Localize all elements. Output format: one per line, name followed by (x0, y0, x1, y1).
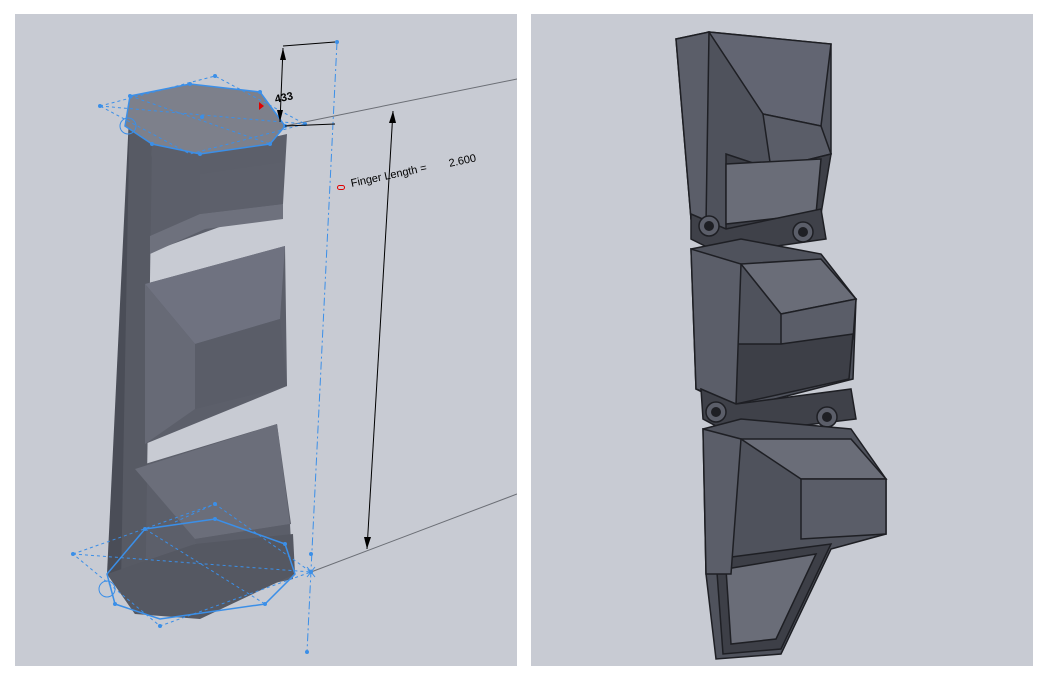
left-viewport[interactable]: 433 Finger Length = 2.600 (15, 14, 517, 666)
equation-link-icon (337, 185, 345, 190)
extension-line-bottom (310, 493, 517, 573)
center-axis[interactable] (306, 41, 338, 653)
finger-assembly-model[interactable] (531, 14, 1033, 666)
right-viewport[interactable] (531, 14, 1033, 666)
block-left-strip (121, 96, 152, 614)
extension-line-top (284, 78, 517, 127)
block-bottom-face (107, 534, 295, 619)
middle-bevel-top (145, 246, 285, 344)
middle-bevel-side (145, 284, 195, 444)
upper-notch-face (200, 162, 283, 214)
upper-notch (150, 204, 283, 254)
dimension-433[interactable] (259, 41, 336, 127)
middle-bevel-face (195, 319, 287, 409)
finger-segment-bottom[interactable] (702, 418, 888, 660)
top-sketch[interactable] (98, 74, 307, 156)
finger-segment-middle[interactable] (690, 238, 858, 410)
block-top-face (125, 84, 285, 154)
lower-bevel-top (135, 424, 290, 539)
finger-segment-top[interactable] (675, 31, 832, 230)
dimension-finger-length[interactable] (364, 110, 396, 550)
finger-block-model[interactable] (15, 14, 517, 666)
